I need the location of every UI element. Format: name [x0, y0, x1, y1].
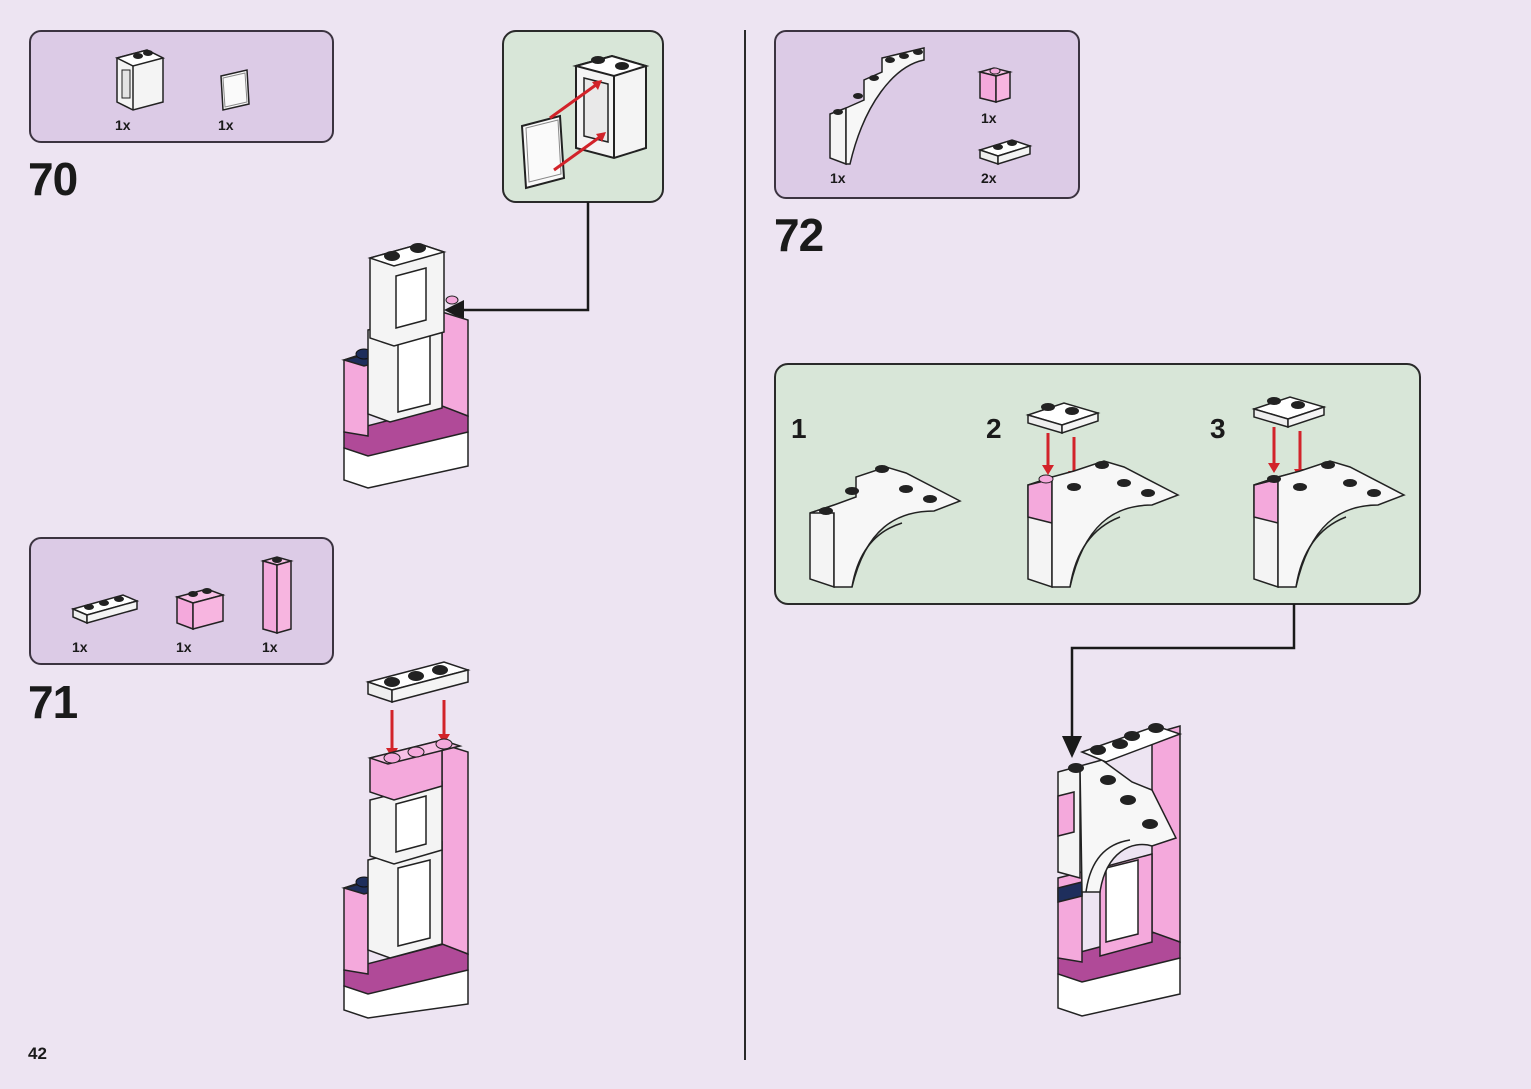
white-1x2-plate-icon — [977, 139, 1033, 166]
substep-number-2: 2 — [986, 413, 1002, 444]
pink-1x2-brick-icon — [174, 588, 226, 631]
substep-2-arch-diagram — [1025, 402, 1180, 589]
part-qty: 1x — [176, 639, 192, 655]
substep-1-arch-diagram — [809, 465, 962, 589]
model-assembly-step-70 — [341, 243, 469, 489]
substep-3-arch-diagram — [1251, 396, 1406, 589]
part-qty: 1x — [218, 117, 234, 133]
callout-pointer-arrow — [1062, 604, 1296, 758]
part-qty: 1x — [262, 639, 278, 655]
parts-box-step-72: 1x 1x 2x — [774, 30, 1080, 199]
model-assembly-step-72 — [1057, 723, 1183, 1017]
substep-number-1: 1 — [791, 413, 807, 444]
parts-box-step-70: 1x 1x — [29, 30, 334, 143]
window-glass-insert-diagram — [520, 54, 650, 190]
white-window-frame-icon — [114, 49, 166, 111]
part-qty: 2x — [981, 170, 997, 186]
part-qty: 1x — [830, 170, 846, 186]
step-number-70: 70 — [28, 153, 78, 205]
part-qty: 1x — [72, 639, 88, 655]
white-arch-icon — [829, 47, 925, 166]
transparent-glass-pane-icon — [220, 69, 250, 111]
parts-box-step-71: 1x 1x 1x — [29, 537, 334, 665]
model-assembly-step-71 — [341, 661, 471, 1019]
substep-number-3: 3 — [1210, 413, 1226, 444]
white-1x3-plate-icon — [70, 594, 140, 625]
part-qty: 1x — [115, 117, 131, 133]
step-number-72: 72 — [774, 209, 824, 261]
part-qty: 1x — [981, 110, 997, 126]
page-divider — [744, 30, 746, 1060]
callout-box-step-72: 1 2 3 — [774, 363, 1421, 605]
page-number: 42 — [28, 1044, 47, 1063]
callout-pointer-arrow — [444, 202, 590, 320]
pink-1x1x3-brick-icon — [260, 556, 294, 634]
pink-1x1-brick-icon — [977, 67, 1013, 103]
callout-box-step-70 — [502, 30, 664, 203]
step-number-71: 71 — [28, 676, 78, 728]
